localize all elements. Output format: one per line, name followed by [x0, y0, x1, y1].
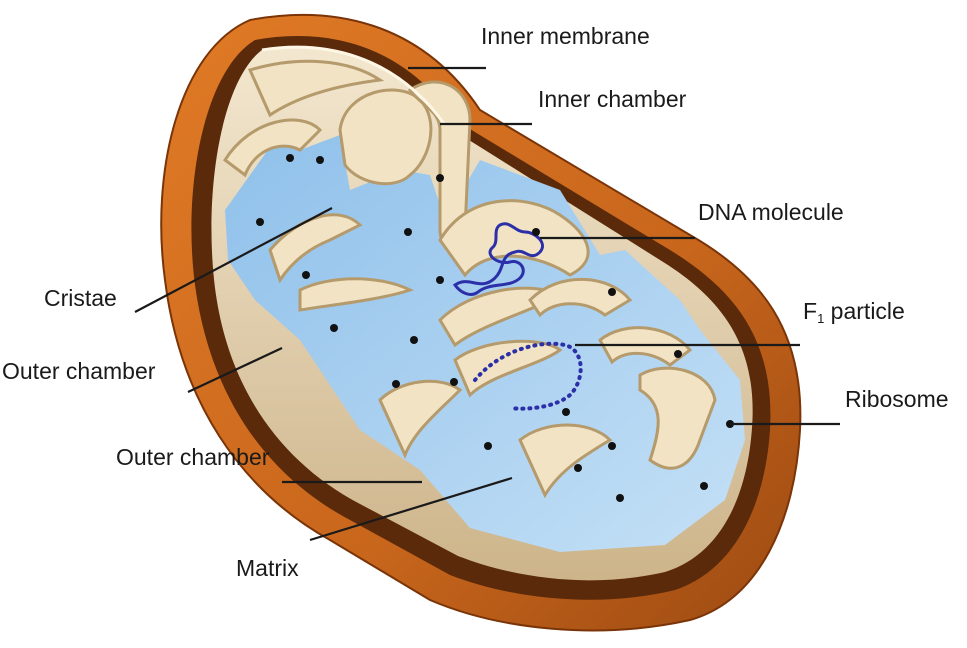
ribosomes [256, 154, 734, 502]
f1-subscript: 1 [817, 311, 825, 326]
f1-particles [473, 341, 583, 411]
label-cristae: Cristae [44, 285, 117, 311]
label-outer-chamber-left: Outer chamber [2, 358, 156, 384]
leader-cristae [134, 207, 333, 313]
label-inner-chamber: Inner chamber [538, 86, 687, 112]
label-f1-particle: F1 particle [803, 298, 905, 326]
f1-suffix: particle [824, 298, 905, 324]
label-outer-chamber-lower: Outer chamber [116, 444, 270, 470]
f1-prefix: F [803, 298, 818, 324]
label-dna-molecule: DNA molecule [698, 199, 844, 225]
dna-molecule [452, 222, 544, 296]
leader-outer-chamber-left [187, 347, 283, 393]
label-ribosome: Ribosome [845, 386, 949, 412]
label-inner-membrane: Inner membrane [481, 23, 650, 49]
cristae-folds [222, 59, 717, 499]
leader-lines [134, 66, 840, 542]
label-matrix: Matrix [236, 555, 299, 581]
leader-matrix [309, 476, 513, 542]
